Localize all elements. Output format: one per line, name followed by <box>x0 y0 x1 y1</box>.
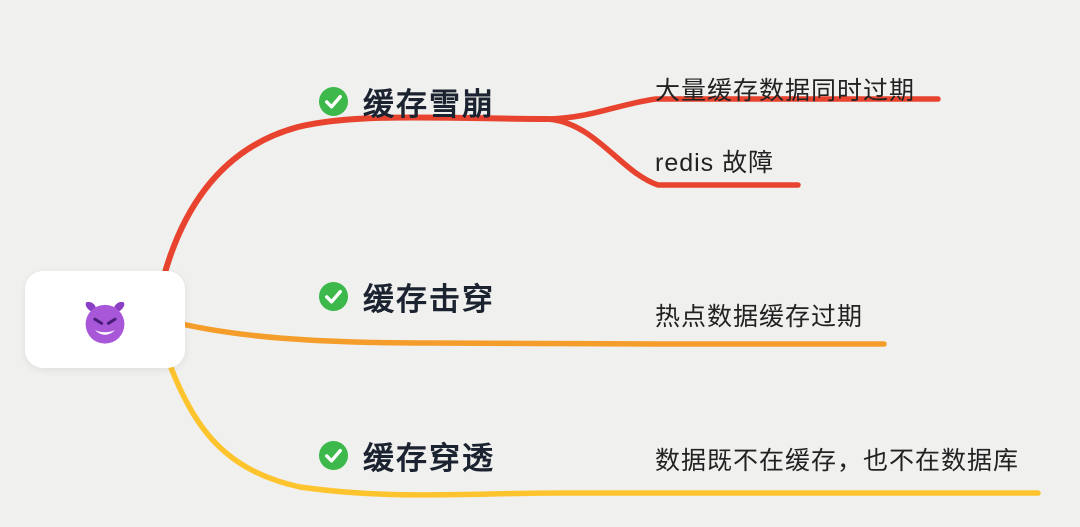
branch-line-breakdown <box>162 317 887 347</box>
devil-mouth <box>94 329 116 335</box>
devil-face-icon <box>85 301 125 344</box>
root-node <box>25 271 185 368</box>
topic-cache-penetration: 缓存穿透 <box>318 437 495 476</box>
topic-cache-avalanche: 缓存雪崩 <box>318 83 495 122</box>
check-icon <box>318 281 349 311</box>
topic-cache-breakdown: 缓存击穿 <box>318 278 495 317</box>
devil-eye-right <box>106 317 117 325</box>
branch-line-penetration <box>157 335 1041 498</box>
branch-line-avalanche-child-1 <box>545 96 941 122</box>
check-icon <box>318 440 349 470</box>
topic-label: 缓存击穿 <box>363 281 495 317</box>
child-node-not-in-cache-or-db: 数据既不在缓存，也不在数据库 <box>655 447 1020 475</box>
topic-label: 缓存穿透 <box>363 440 495 476</box>
child-node-mass-expiry: 大量缓存数据同时过期 <box>655 77 916 105</box>
devil-eye-left <box>93 317 104 325</box>
devil-head <box>85 304 125 344</box>
branch-line-avalanche-child-2 <box>545 116 801 188</box>
child-node-hot-data-expiry: 热点数据缓存过期 <box>655 303 864 331</box>
check-icon <box>318 86 349 116</box>
topic-label: 缓存雪崩 <box>363 86 495 122</box>
branch-line-avalanche-trunk <box>155 114 551 303</box>
child-node-redis-failure: redis 故障 <box>655 149 775 177</box>
